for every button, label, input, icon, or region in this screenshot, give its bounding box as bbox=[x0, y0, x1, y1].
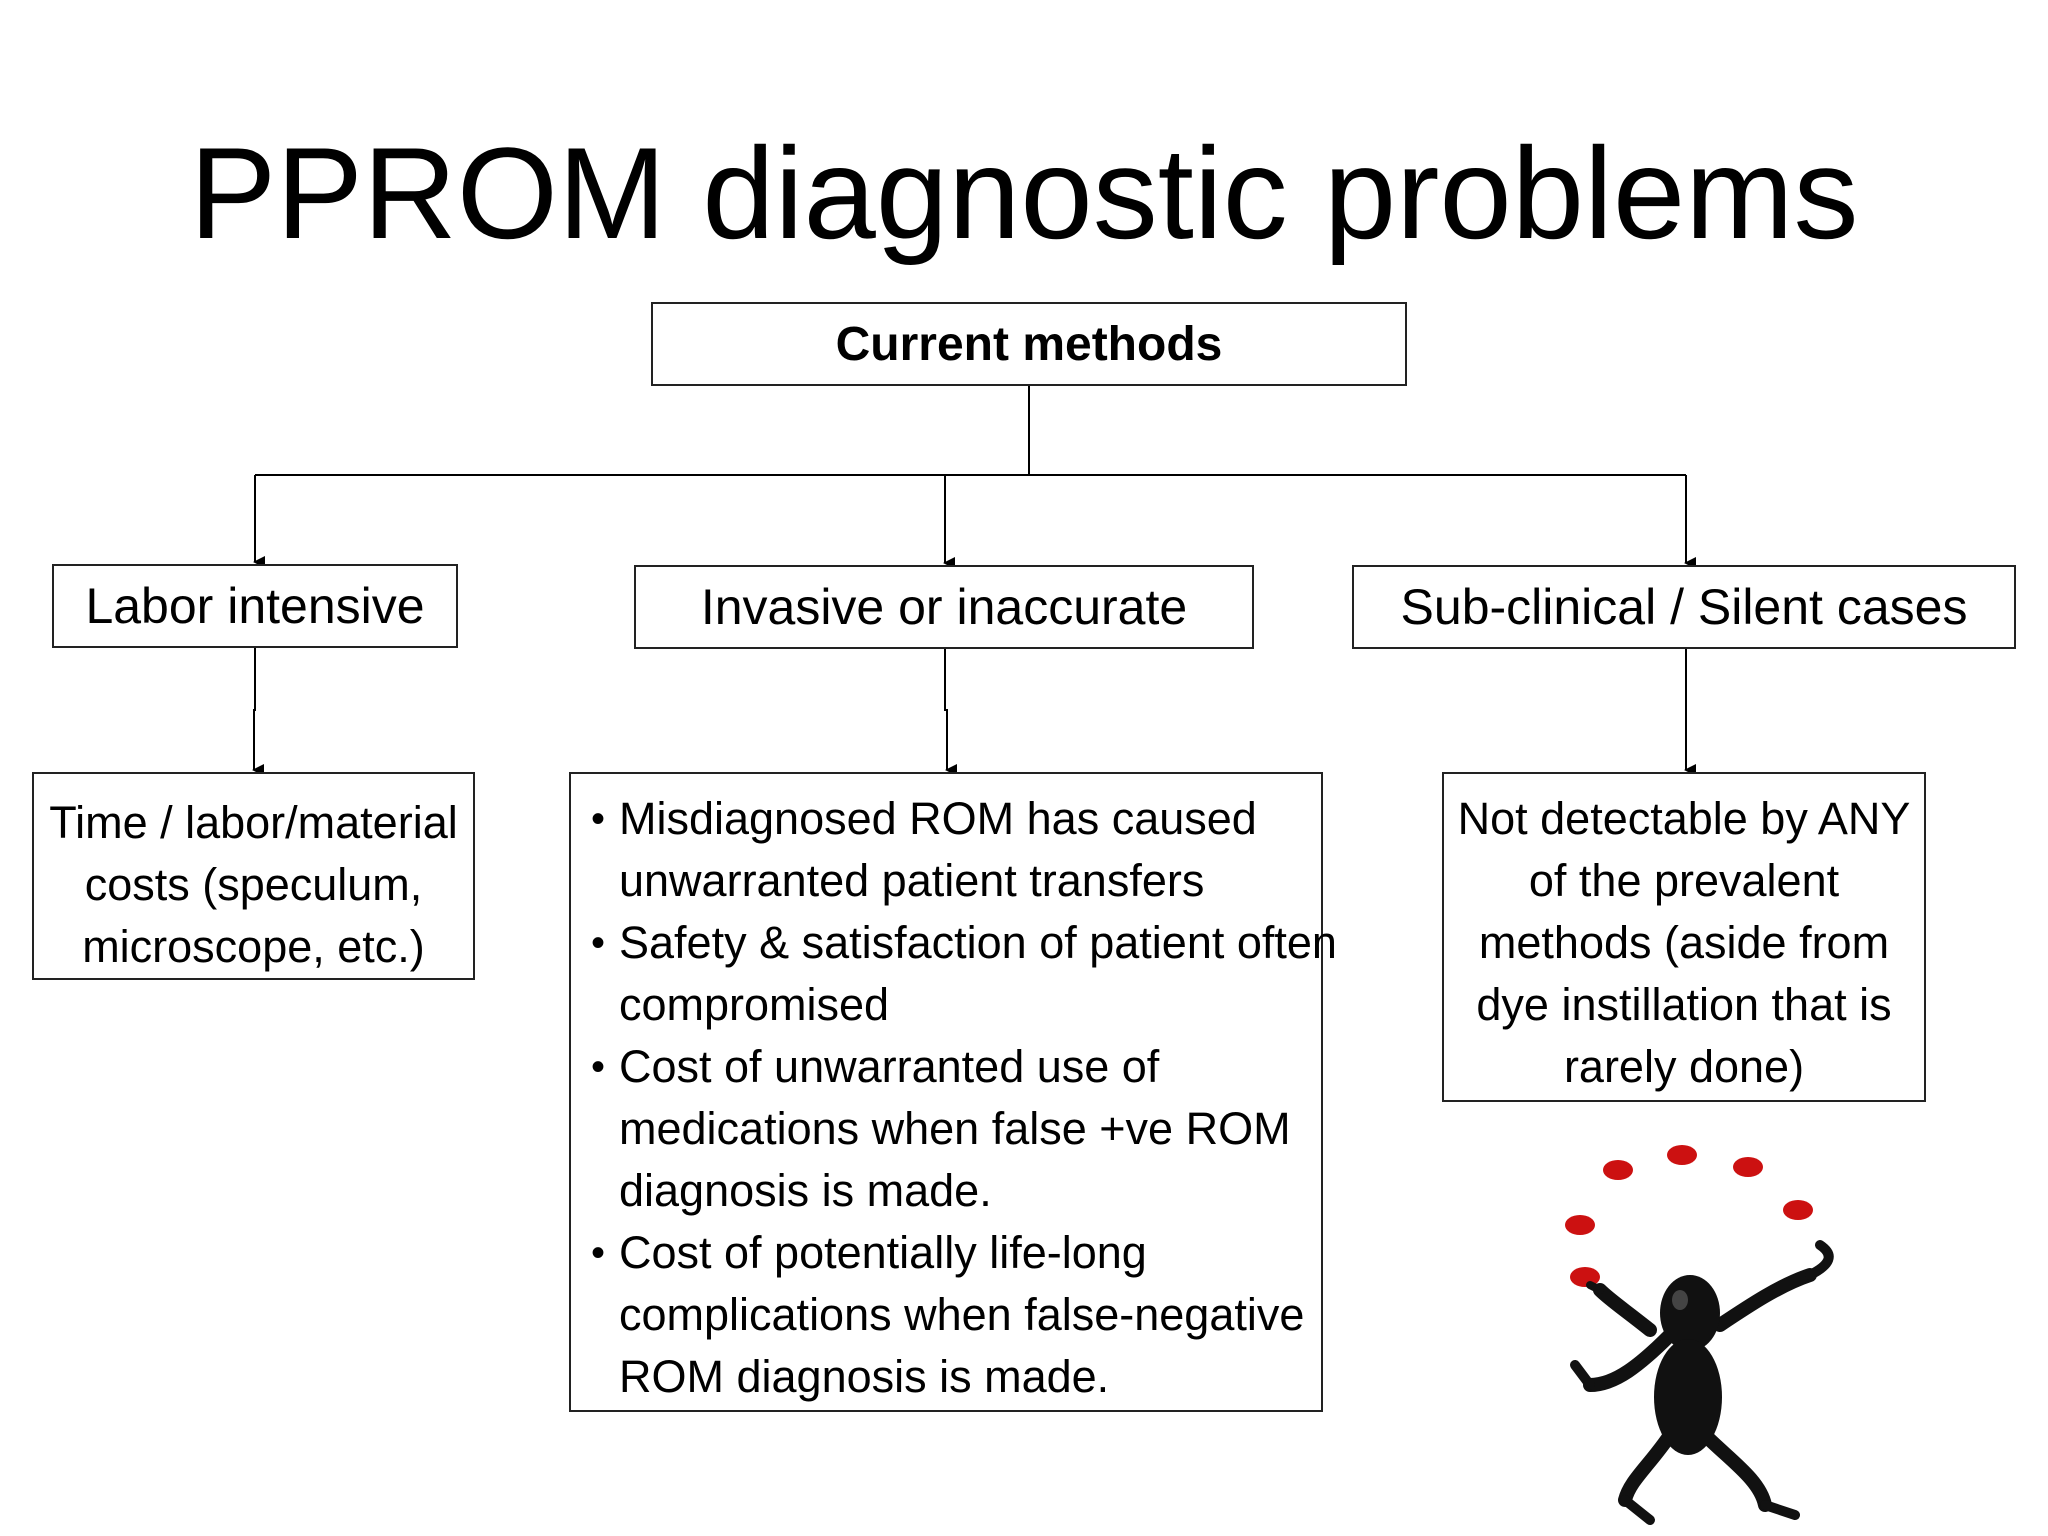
detail-node-silent-cases: Not detectable by ANY of the prevalent m… bbox=[1442, 772, 1926, 1102]
juggler-figure-icon bbox=[1565, 1145, 1834, 1525]
detail-line: microscope, etc.) bbox=[82, 921, 425, 972]
category-node-invasive: Invasive or inaccurate bbox=[634, 565, 1254, 649]
arrow-invasive-detail bbox=[944, 649, 957, 776]
detail-line: costs (speculum, bbox=[84, 859, 423, 910]
bullet-line: Safety & satisfaction of patient often bbox=[619, 917, 1337, 968]
detail-node-labor-costs: Time / labor/material costs (speculum, m… bbox=[32, 772, 475, 980]
bullet-item: • Misdiagnosed ROM has caused unwarrante… bbox=[591, 788, 1297, 912]
bullet-line: diagnosis is made. bbox=[619, 1165, 992, 1216]
bullet-line: ROM diagnosis is made. bbox=[619, 1351, 1110, 1402]
arrow-labor-detail bbox=[252, 648, 264, 776]
bullet-icon: • bbox=[591, 1231, 606, 1275]
category-node-labor-intensive: Labor intensive bbox=[52, 564, 458, 648]
root-node-current-methods: Current methods bbox=[651, 302, 1407, 386]
bullet-item: • Cost of unwarranted use of medications… bbox=[591, 1036, 1297, 1222]
bullet-item: • Cost of potentially life-long complica… bbox=[591, 1222, 1305, 1408]
juggling-balls bbox=[1565, 1145, 1813, 1287]
category-label: Invasive or inaccurate bbox=[700, 579, 1188, 635]
detail-node-invasive-bullets: • Misdiagnosed ROM has caused unwarrante… bbox=[569, 772, 1337, 1412]
category-label: Labor intensive bbox=[85, 578, 425, 634]
category-node-silent-cases: Sub-clinical / Silent cases bbox=[1352, 565, 2016, 649]
bullet-line: Misdiagnosed ROM has caused bbox=[619, 793, 1257, 844]
bullet-icon: • bbox=[591, 1045, 606, 1089]
bullet-item: • Safety & satisfaction of patient often… bbox=[591, 912, 1337, 1036]
bullet-line: Cost of unwarranted use of bbox=[619, 1041, 1160, 1092]
category-label: Sub-clinical / Silent cases bbox=[1400, 579, 1968, 635]
detail-line: dye instillation that is bbox=[1476, 979, 1892, 1030]
bullet-line: compromised bbox=[619, 979, 890, 1030]
bullet-icon: • bbox=[591, 797, 606, 841]
bullet-line: medications when false +ve ROM bbox=[619, 1103, 1291, 1154]
bullet-line: complications when false-negative bbox=[619, 1289, 1305, 1340]
detail-line: of the prevalent bbox=[1528, 855, 1840, 906]
bullet-icon: • bbox=[591, 921, 606, 965]
bullet-line: unwarranted patient transfers bbox=[619, 855, 1205, 906]
bullet-line: Cost of potentially life-long bbox=[619, 1227, 1147, 1278]
detail-line: methods (aside from bbox=[1478, 917, 1890, 968]
detail-line: rarely done) bbox=[1563, 1041, 1805, 1092]
detail-line: Not detectable by ANY bbox=[1457, 793, 1911, 844]
root-node-label: Current methods bbox=[835, 317, 1223, 371]
detail-line: Time / labor/material bbox=[49, 797, 458, 848]
slide-title: PPROM diagnostic problems bbox=[189, 120, 1859, 266]
